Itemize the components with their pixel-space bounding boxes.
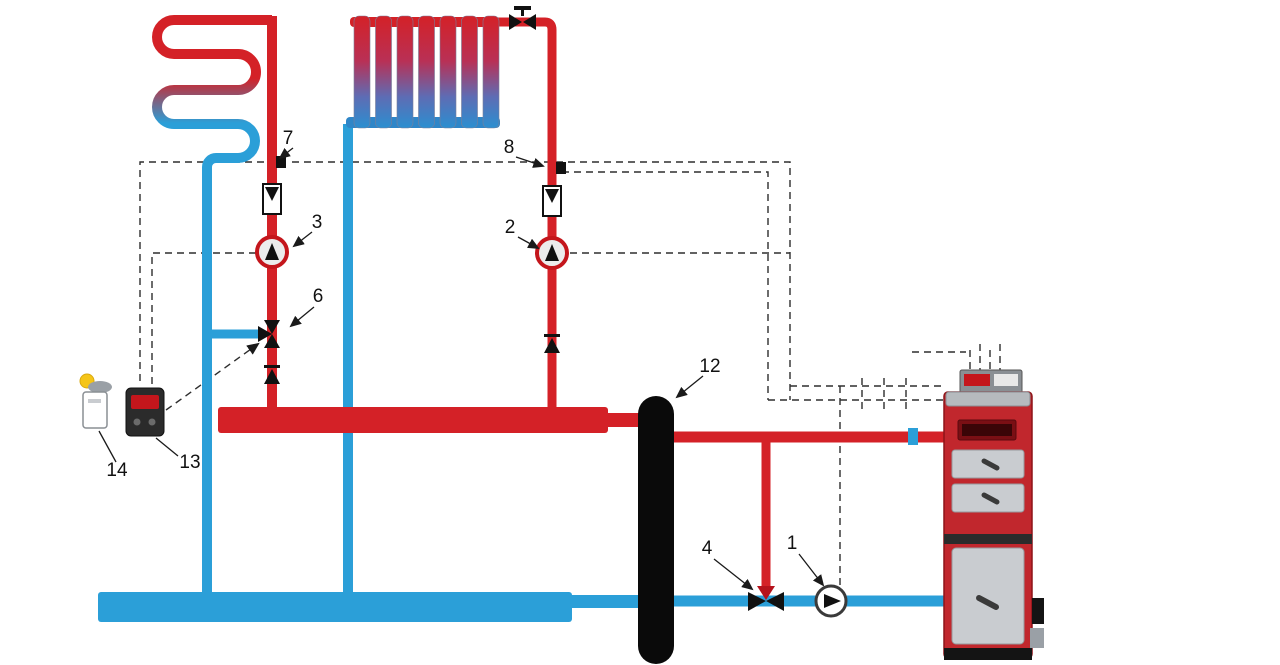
radiator-supply-riser: [495, 17, 557, 409]
controller-13: [125, 387, 165, 437]
label-2: 2: [505, 217, 516, 238]
pipe-sensor-8-icon: [556, 162, 566, 174]
label-12: 12: [699, 356, 720, 377]
boiler-side-box: [1030, 628, 1044, 648]
pointer-4: [713, 558, 754, 591]
boiler-panel-display: [964, 374, 990, 386]
pointer-12: [675, 375, 704, 399]
pump-2-icon: [535, 236, 569, 270]
floor-heating-coil: [152, 15, 272, 597]
boiler-door-handle: [976, 595, 999, 610]
pointer-7: [278, 147, 294, 160]
label-14: 14: [106, 460, 128, 481]
pointer-8: [515, 156, 545, 168]
label-1: 1: [787, 533, 798, 554]
balancing-valve-8-icon: [542, 185, 562, 217]
three-way-valve-4-icon: [748, 586, 784, 611]
label-3: 3: [312, 212, 323, 233]
label-8: 8: [504, 137, 515, 158]
wire-sensor8-to-boiler: [562, 171, 769, 400]
pipe-sensor-7-icon: [276, 156, 286, 168]
controller-knob: [133, 418, 141, 426]
pointer-1: [798, 553, 825, 587]
controller-knob: [148, 418, 156, 426]
mixing-valve-6-icon: [258, 320, 280, 348]
check-valve-floor-icon: [264, 365, 280, 384]
outdoor-sensor-14: [79, 373, 112, 429]
boiler-top-cap: [945, 391, 1031, 407]
radiator-section: [482, 15, 500, 129]
cloud-icon: [88, 381, 112, 393]
pump-rotor-icon: [545, 244, 559, 261]
radiator-section: [396, 15, 414, 129]
boiler: [943, 369, 1044, 660]
floor-circuit-components: [255, 156, 289, 384]
boiler-door-handle: [981, 458, 1000, 471]
label-7: 7: [283, 128, 294, 149]
check-valve-radiator-icon: [544, 334, 560, 353]
supply-manifold: [218, 407, 608, 433]
sensor-window: [88, 399, 101, 403]
pump-3-icon: [255, 235, 289, 269]
boiler-base: [944, 648, 1032, 660]
label-13: 13: [179, 452, 200, 473]
piping: [98, 15, 952, 622]
supply-manifold-connector: [600, 413, 644, 427]
radiator-circuit-components: [535, 162, 569, 353]
radiator: [346, 6, 536, 129]
pointer-2: [517, 236, 540, 249]
radiator-section: [353, 15, 371, 129]
hydraulic-separator: [638, 396, 674, 664]
boiler-panel-keys: [994, 374, 1018, 386]
pointer-3: [292, 231, 313, 248]
radiator-section: [461, 15, 478, 129]
pump-rotor-icon: [824, 594, 841, 608]
radiator-section: [439, 15, 457, 129]
pointer-13: [155, 437, 179, 457]
wire-pump3-to-controller: [151, 252, 256, 386]
controller-display: [131, 395, 159, 409]
boiler-mid-band: [944, 534, 1032, 544]
boiler-display-glass: [962, 424, 1012, 436]
boiler-door-handle: [981, 492, 1000, 505]
label-4: 4: [702, 538, 713, 559]
radiator-section: [375, 15, 392, 129]
balancing-valve-7-icon: [262, 183, 282, 215]
supply-pipe-sensor: [908, 428, 918, 445]
return-manifold: [98, 592, 572, 622]
radiator-section: [418, 15, 435, 129]
boiler-flue-stub: [1032, 598, 1044, 624]
pump-1-icon: [814, 584, 848, 618]
boiler-door-lower: [951, 547, 1025, 645]
radiator-valve-icon: [509, 6, 536, 30]
pointer-6: [289, 306, 315, 328]
pump-rotor-icon: [265, 243, 279, 260]
pointer-14: [98, 430, 117, 463]
label-6: 6: [313, 286, 324, 307]
wire-sensor7-to-boiler: [292, 161, 791, 400]
sensor-housing: [82, 391, 108, 429]
callout-labels: 7 3 6 8 2 12 4 1 13 14: [106, 128, 797, 559]
callout-pointers: [98, 147, 825, 591]
return-manifold-connector: [566, 595, 644, 608]
boiler-return-components: [748, 584, 848, 618]
wire-controller-to-valve6: [165, 342, 260, 411]
